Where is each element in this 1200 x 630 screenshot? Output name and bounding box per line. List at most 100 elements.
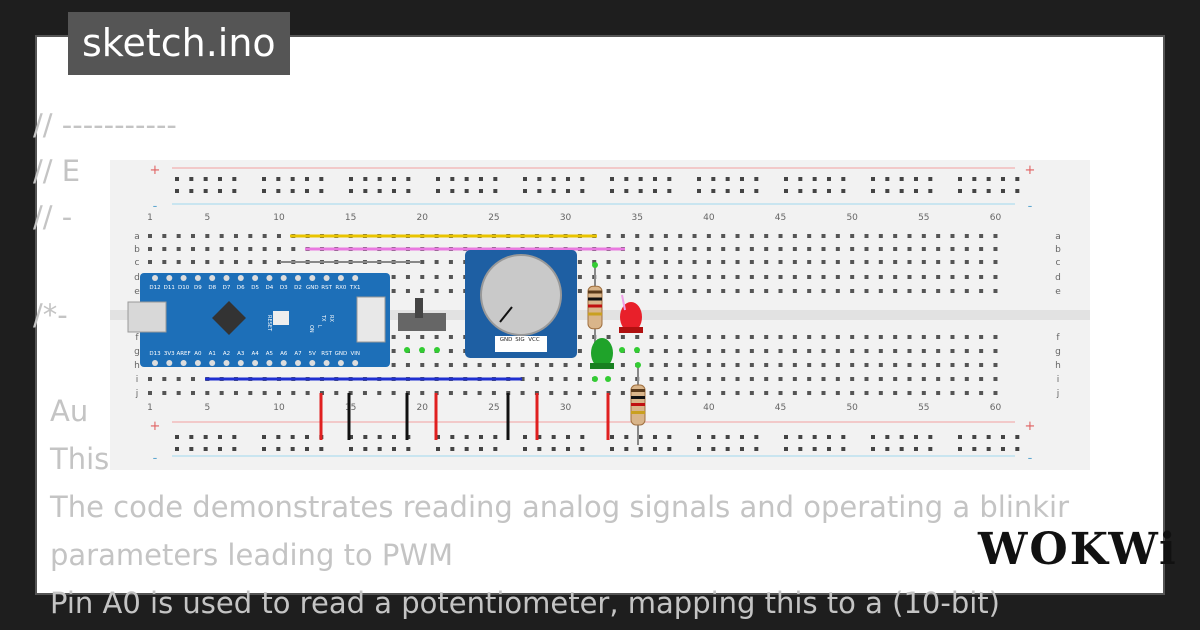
rail-hole — [739, 177, 744, 181]
terminal-hole — [993, 289, 998, 293]
rail-hole — [537, 189, 542, 193]
terminal-hole — [792, 260, 797, 264]
terminal-hole — [649, 289, 654, 293]
rail-hole — [464, 177, 469, 181]
terminal-hole — [663, 349, 668, 353]
terminal-hole — [391, 335, 396, 339]
arduino-pin-label: RX0 — [335, 285, 347, 291]
arduino-pin-label: D6 — [237, 285, 245, 291]
terminal-hole — [620, 260, 625, 264]
terminal-hole — [749, 363, 754, 367]
terminal-hole — [420, 275, 425, 279]
pot-pin-label: GND — [500, 337, 513, 343]
terminal-hole — [807, 260, 812, 264]
rail-hole — [464, 189, 469, 193]
pot-pin-label: VCC — [528, 337, 540, 343]
arduino-pin — [295, 275, 301, 281]
terminal-hole — [205, 260, 210, 264]
file-title-tag[interactable]: sketch.ino — [68, 12, 290, 75]
resistor-band — [631, 403, 645, 406]
terminal-hole — [706, 391, 711, 395]
rail-hole — [203, 447, 208, 451]
pot-pin-label: SIG — [515, 337, 524, 343]
arduino-pin — [309, 360, 316, 366]
mcu-chip — [212, 301, 246, 335]
rail-hole — [450, 189, 455, 193]
rail-hole — [841, 177, 846, 181]
terminal-hole — [749, 349, 754, 353]
terminal-hole — [893, 234, 898, 238]
rail-hole — [711, 177, 716, 181]
terminal-hole — [807, 247, 812, 251]
terminal-hole — [864, 289, 869, 293]
terminal-hole — [162, 234, 167, 238]
resistor-band — [631, 389, 645, 392]
terminal-hole — [850, 247, 855, 251]
rail-hole — [986, 435, 991, 439]
rail-symbol: + — [1025, 163, 1036, 178]
terminal-hole — [420, 335, 425, 339]
row-letter: g — [134, 347, 140, 357]
rail-hole — [1000, 189, 1005, 193]
terminal-hole — [907, 335, 912, 339]
terminal-hole — [190, 260, 195, 264]
rail-hole — [537, 447, 542, 451]
terminal-hole — [907, 247, 912, 251]
rail-hole — [739, 435, 744, 439]
terminal-hole — [148, 247, 152, 251]
terminal-hole — [979, 391, 984, 395]
rail-hole — [189, 447, 194, 451]
rail-hole — [232, 435, 237, 439]
terminal-hole — [678, 289, 683, 293]
terminal-hole — [205, 391, 210, 395]
terminal-hole — [162, 247, 167, 251]
row-letter: c — [1056, 258, 1061, 268]
terminal-hole — [649, 363, 654, 367]
row-letter: b — [1055, 245, 1061, 255]
terminal-hole — [835, 391, 840, 395]
rail-hole — [391, 447, 396, 451]
arduino-pin-label: D13 — [149, 351, 161, 357]
terminal-hole — [835, 260, 840, 264]
terminal-hole — [148, 260, 152, 264]
switch-lever — [415, 298, 423, 318]
terminal-hole — [577, 377, 582, 381]
terminal-hole — [821, 289, 826, 293]
arduino-pin — [252, 275, 259, 281]
terminal-hole — [420, 363, 425, 367]
terminal-hole — [434, 335, 439, 339]
terminal-hole — [850, 335, 855, 339]
terminal-hole — [563, 377, 568, 381]
terminal-hole — [764, 335, 769, 339]
column-number: 55 — [918, 213, 929, 223]
terminal-hole — [291, 391, 296, 395]
terminal-hole — [964, 377, 969, 381]
terminal-hole — [749, 247, 754, 251]
rail-hole — [349, 177, 353, 181]
terminal-hole — [964, 260, 969, 264]
terminal-hole — [878, 391, 883, 395]
terminal-hole — [807, 377, 812, 381]
terminal-hole — [893, 247, 898, 251]
terminal-hole — [735, 391, 740, 395]
terminal-hole — [577, 275, 582, 279]
rail-hole — [885, 435, 890, 439]
terminal-hole — [735, 234, 740, 238]
rail-hole — [304, 189, 309, 193]
terminal-hole — [219, 247, 224, 251]
terminal-hole — [835, 234, 840, 238]
arduino-pin-label: D12 — [149, 285, 160, 291]
terminal-hole — [964, 234, 969, 238]
terminal-hole — [262, 391, 267, 395]
row-letter: e — [134, 287, 140, 297]
terminal-hole — [835, 247, 840, 251]
rail-hole — [885, 447, 890, 451]
resistor-band — [588, 312, 602, 316]
terminal-hole — [850, 289, 855, 293]
terminal-hole — [878, 377, 883, 381]
terminal-hole — [148, 391, 152, 395]
terminal-hole — [635, 335, 640, 339]
rail-hole — [203, 435, 208, 439]
terminal-hole — [979, 363, 984, 367]
